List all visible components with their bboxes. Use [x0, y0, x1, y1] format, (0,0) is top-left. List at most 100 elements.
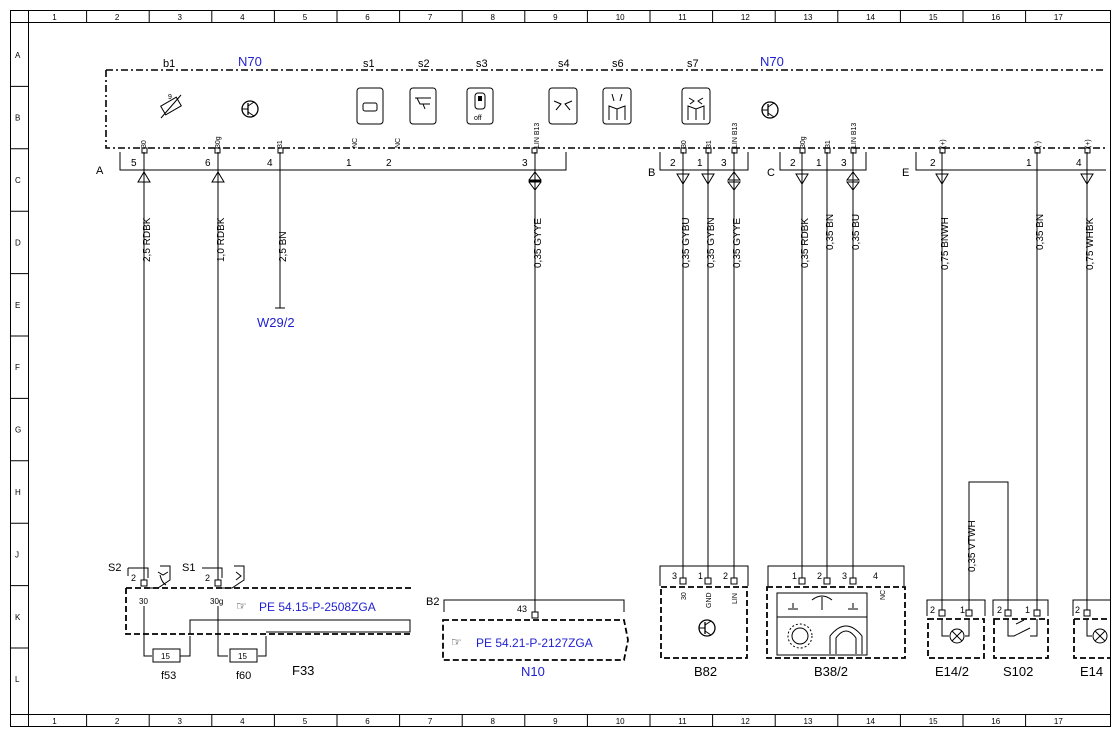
connector-c: C 2 1 3 [767, 152, 867, 179]
switch-s6-button [602, 87, 632, 125]
svg-text:C: C [767, 167, 775, 179]
svg-text:E: E [902, 167, 909, 179]
component-s102: 2 1 S102 [992, 599, 1049, 679]
n70-label-right: N70 [760, 54, 784, 69]
s102-name: S102 [1003, 664, 1033, 679]
temperature-sensor-icon: 9 [160, 94, 182, 119]
tunnel-icon [829, 625, 863, 654]
n70-label-left: N70 [238, 54, 262, 69]
wire-label: 0,35 GYBU [681, 217, 692, 268]
switch-s1-button [356, 87, 384, 125]
wire-label: 0,35 GYBN [706, 217, 717, 268]
svg-text:1: 1 [816, 158, 822, 169]
n10-reference: PE 54.21-P-2127ZGA [476, 636, 593, 650]
grid-column-label: 10 [616, 13, 625, 22]
svg-text:43: 43 [517, 604, 527, 614]
svg-text:LIN: LIN [732, 593, 739, 604]
grid-row-label: B [15, 114, 20, 123]
wire-label: 0,35 BN [825, 214, 836, 250]
svg-text:(+): (+) [1085, 139, 1092, 148]
wire-labels: 2,5 RDBK 1,0 RDBK 2,5 BN 0,35 GYYE 0,35 … [142, 214, 1096, 572]
svg-text:3: 3 [721, 158, 727, 169]
grid-row-label: G [15, 426, 21, 435]
svg-text:1: 1 [1026, 158, 1032, 169]
svg-text:3: 3 [842, 571, 847, 581]
grid-row-label: E [15, 301, 20, 310]
svg-text:A: A [96, 165, 104, 177]
grid-column-label: 15 [929, 717, 938, 726]
hand-pointer-icon: ☞ [451, 635, 462, 649]
grid-column-label: 4 [240, 717, 245, 726]
wire-label: 0,35 GYYE [533, 218, 544, 268]
grid-column-label: 12 [741, 13, 750, 22]
grid-column-label: 5 [303, 13, 308, 22]
grid-row-label: L [15, 675, 20, 684]
fuse-box-reference: PE 54.15-P-2508ZGA [259, 600, 376, 614]
grid-column-label: 7 [428, 13, 433, 22]
svg-text:B2: B2 [426, 596, 439, 608]
svg-text:3: 3 [672, 571, 677, 581]
svg-text:B: B [648, 167, 655, 179]
grid-column-label: 5 [303, 717, 308, 726]
grid-column-label: 16 [991, 13, 1000, 22]
grid-column-label: 9 [553, 13, 558, 22]
fuse-f53-name: f53 [161, 670, 176, 682]
svg-text:31: 31 [277, 140, 284, 148]
svg-text:30g: 30g [215, 136, 222, 148]
svg-text:2: 2 [817, 571, 822, 581]
grid-column-label: 6 [365, 717, 370, 726]
svg-text:30: 30 [141, 140, 148, 148]
label-s7: s7 [687, 58, 699, 70]
grid-column-label: 2 [115, 717, 120, 726]
grid-column-label: 2 [115, 13, 120, 22]
svg-text:S2: S2 [108, 562, 121, 574]
svg-text:2: 2 [670, 158, 676, 169]
wire-label: 0,35 RDBK [800, 218, 811, 268]
grid-column-label: 13 [804, 717, 813, 726]
svg-text:NC: NC [352, 138, 359, 148]
switch-icon [1015, 619, 1025, 625]
wire-label: 2,5 BN [278, 231, 289, 262]
grid-column-label: 8 [491, 13, 496, 22]
b38-2-name: B38/2 [814, 664, 848, 679]
connector-arrows [137, 171, 1094, 191]
component-e14-2: 2 1 E14/2 [926, 599, 986, 679]
svg-text:1: 1 [346, 158, 352, 169]
svg-text:(+): (+) [940, 139, 947, 148]
fuse-f60-name: f60 [236, 670, 251, 682]
wire-label: 0,35 VTWH [967, 520, 978, 572]
svg-text:2: 2 [386, 158, 392, 169]
wire-label: 0,35 GYYE [732, 218, 743, 268]
switch-s4-button [548, 87, 578, 125]
transistor-icon [241, 100, 259, 118]
wire-label: 0,35 BU [851, 214, 862, 250]
grid-row-label: F [15, 363, 20, 372]
n70-module: N70 N70 b1 s1 s2 s3 s4 s6 s7 9 [105, 54, 1106, 154]
hand-pointer-icon: ☞ [236, 599, 247, 613]
grid-column-label: 7 [428, 717, 433, 726]
grid-column-label: 9 [553, 717, 558, 726]
light-sensor-icon [787, 623, 813, 649]
grid-row-label: H [15, 488, 21, 497]
component-b38-2: 1 2 3 4 NC B38/2 [766, 565, 906, 679]
svg-text:1: 1 [792, 571, 797, 581]
label-s4: s4 [558, 58, 570, 70]
wires [143, 152, 1088, 612]
svg-text:1: 1 [697, 158, 703, 169]
grid-column-label: 1 [52, 13, 57, 22]
grid-column-label: 10 [616, 717, 625, 726]
svg-text:GND: GND [706, 592, 713, 608]
svg-text:5: 5 [131, 158, 137, 169]
svg-text:9: 9 [168, 94, 172, 101]
svg-text:30g: 30g [210, 597, 223, 606]
wire-label: 0,35 BN [1035, 214, 1046, 250]
svg-text:LIN B13: LIN B13 [851, 123, 858, 148]
svg-text:2: 2 [1075, 605, 1080, 615]
e14-2-name: E14/2 [935, 664, 969, 679]
fuse-box-f33: S2 2 S1 2 30 30g ☞ PE 54.15-P-2508ZGA 15… [108, 562, 412, 682]
label-s3: s3 [476, 58, 488, 70]
connector-b: B 2 1 3 [648, 152, 749, 179]
grid-column-label: 11 [678, 13, 687, 22]
svg-text:2: 2 [930, 158, 936, 169]
svg-text:1: 1 [960, 605, 965, 615]
